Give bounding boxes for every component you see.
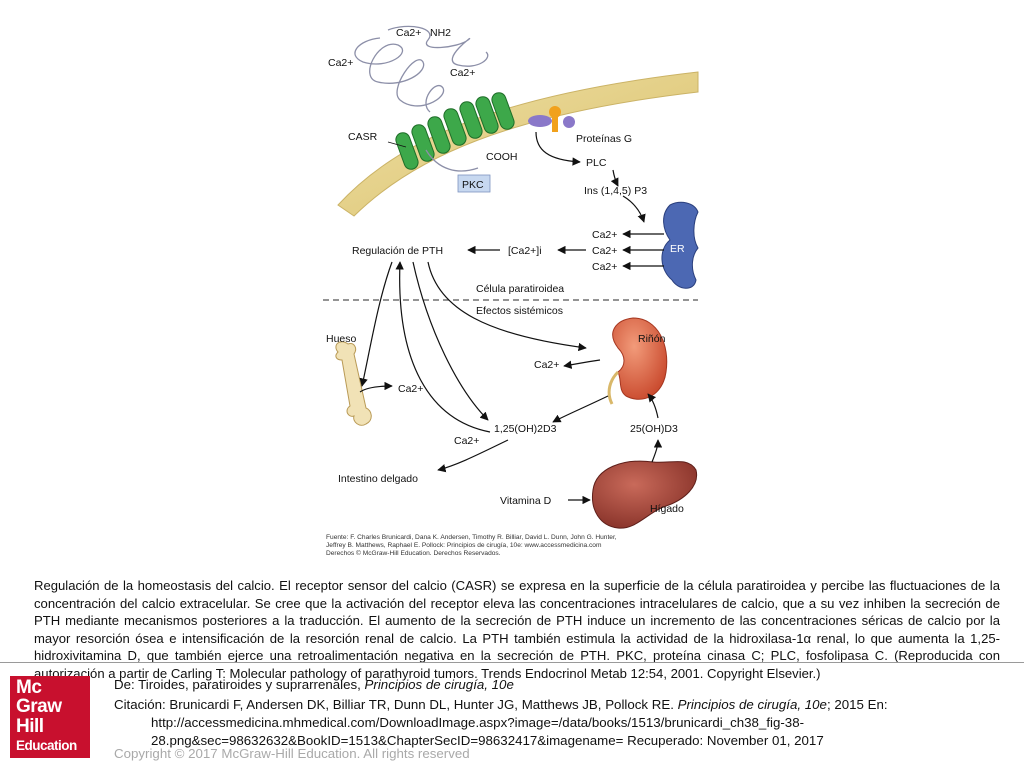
label-ca-intestine: Ca2+ [454,435,479,447]
source-line-1: Fuente: F. Charles Brunicardi, Dana K. A… [326,534,617,541]
calcium-homeostasis-diagram: Ca2+ NH2 Ca2+ Ca2+ CASR Proteínas G COOH… [323,25,699,557]
arrow-kidney-oh2d3 [552,395,609,423]
er-organelle [661,201,699,289]
liver [591,460,698,529]
arrow-bone-ca [359,381,393,393]
label-ca-top: Ca2+ [396,27,421,39]
label-plc: PLC [586,157,607,169]
casr-transmembrane-helices [395,92,515,170]
copyright-notice: Copyright © 2017 McGraw-Hill Education. … [114,746,470,761]
cooh-tail [425,149,479,172]
arrow-gproteins-plc [535,131,581,166]
label-ca-er-1: Ca2+ [592,229,617,241]
arrow-pth-oh2d3 [412,261,489,421]
arrow-pth-kidney [427,261,587,352]
label-celula-paratiroidea: Célula paratiroidea [476,283,564,295]
citation-url[interactable]: http://accessmedicina.mhmedical.com/Down… [151,714,805,730]
g-protein-beta [549,106,561,118]
arrow-oh2d3-intestine [437,439,509,473]
label-efectos-sistemicos: Efectos sistémicos [476,305,563,317]
arrow-liver-ohd3 [651,439,663,463]
source-line-2: Jeffrey B. Matthews, Raphael E. Pollock:… [326,542,602,549]
cell-membrane [337,71,699,217]
arrow-ohd3-kidney [647,393,659,419]
casr-extracellular-domain [354,37,445,113]
label-er: ER [670,243,685,255]
bone [335,341,372,426]
casr-loops-upper [387,25,489,67]
label-ins: Ins (1,4,5) P3 [584,185,647,197]
label-pkc: PKC [462,179,484,191]
label-rinon: Riñón [638,333,666,345]
label-hueso: Hueso [326,333,357,345]
label-ca-left: Ca2+ [328,57,353,69]
source-line-3: Derechos © McGraw-Hill Education. Derech… [326,549,501,557]
arrow-oh2d3-pth [395,261,491,433]
label-125oh2d3: 1,25(OH)2D3 [494,423,557,435]
label-ca-bone: Ca2+ [398,383,423,395]
figure-caption: Regulación de la homeostasis del calcio.… [34,578,1000,681]
label-intestino-delgado: Intestino delgado [338,473,418,485]
label-proteinas-g: Proteínas G [576,133,632,145]
arrow-ins-er [622,195,646,223]
arrow-pth-bone [359,261,393,387]
arrow-plc-ins [610,169,619,187]
citation-block: Citación: Brunicardi F, Andersen DK, Bil… [114,696,974,749]
footer-divider [0,662,1024,663]
label-casr: CASR [348,131,378,143]
label-ca-kidney: Ca2+ [534,359,559,371]
label-ca-er-2: Ca2+ [592,245,617,257]
label-higado: Hígado [650,503,684,515]
kidney [612,317,668,400]
label-25ohd3: 25(OH)D3 [630,423,678,435]
label-ca-intracellular: [Ca2+]i [508,245,542,257]
g-protein-alpha [528,115,552,127]
label-vitamina-d: Vitamina D [500,495,552,507]
g-protein-gamma [563,116,575,128]
arrow-kidney-ca [563,359,601,369]
pkc-box [457,174,491,193]
label-ca-er-3: Ca2+ [592,261,617,273]
label-regulacion-pth: Regulación de PTH [352,245,443,257]
label-cooh: COOH [486,151,518,163]
label-ca-right: Ca2+ [450,67,475,79]
citation-url-cont[interactable]: 28.png&sec=98632632&BookID=1513&ChapterS… [151,732,824,748]
label-nh2: NH2 [430,27,451,39]
mcgraw-hill-logo: Mc Graw Hill Education [10,676,90,758]
source-chapter-line: De: Tiroides, paratiroides y suprarrenal… [114,677,514,692]
